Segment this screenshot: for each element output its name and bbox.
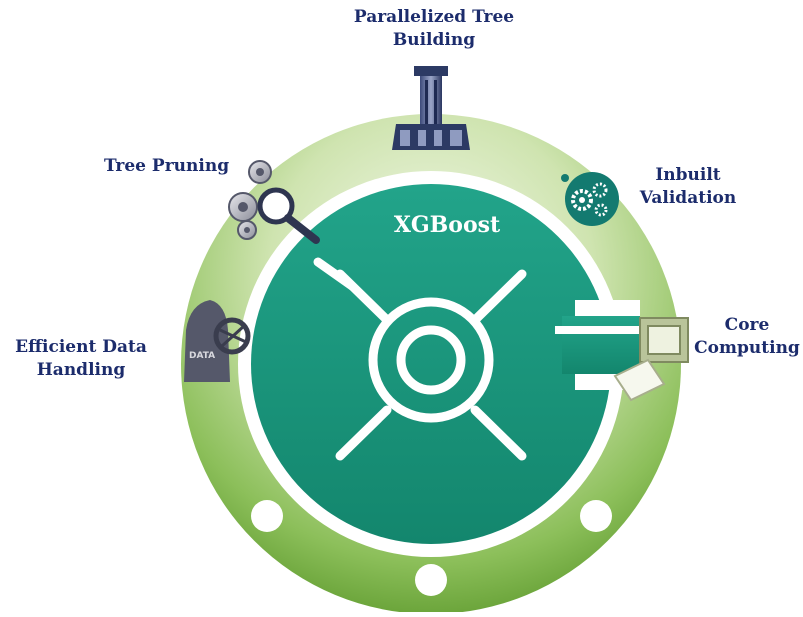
bullseye-outer — [368, 297, 494, 423]
validation-gear-icon — [561, 172, 619, 226]
data-icon-label: DATA — [189, 351, 215, 361]
ring-hole — [415, 564, 447, 596]
feature-core-computing-label: Core Computing — [694, 315, 800, 358]
feature-validation-label: Inbuilt Validation — [639, 165, 737, 208]
core-slot-inner — [562, 316, 640, 374]
feature-pruning-label: Tree Pruning — [104, 156, 230, 176]
core-spokes — [313, 257, 527, 461]
data-bag-icon: DATA — [184, 300, 251, 382]
computer-icon — [613, 317, 689, 402]
gears-magnifier-icon — [228, 160, 320, 244]
feature-efficient-data-label: Efficient Data Handling — [15, 337, 147, 380]
inner-core — [251, 184, 611, 544]
center-title: XGBoost — [393, 212, 501, 238]
ring-hole — [580, 500, 612, 532]
ring-hole — [251, 500, 283, 532]
feature-parallelized-label: Parallelized Tree Building — [353, 7, 515, 50]
tower-icon — [392, 66, 470, 150]
bullseye-inner — [396, 325, 466, 395]
